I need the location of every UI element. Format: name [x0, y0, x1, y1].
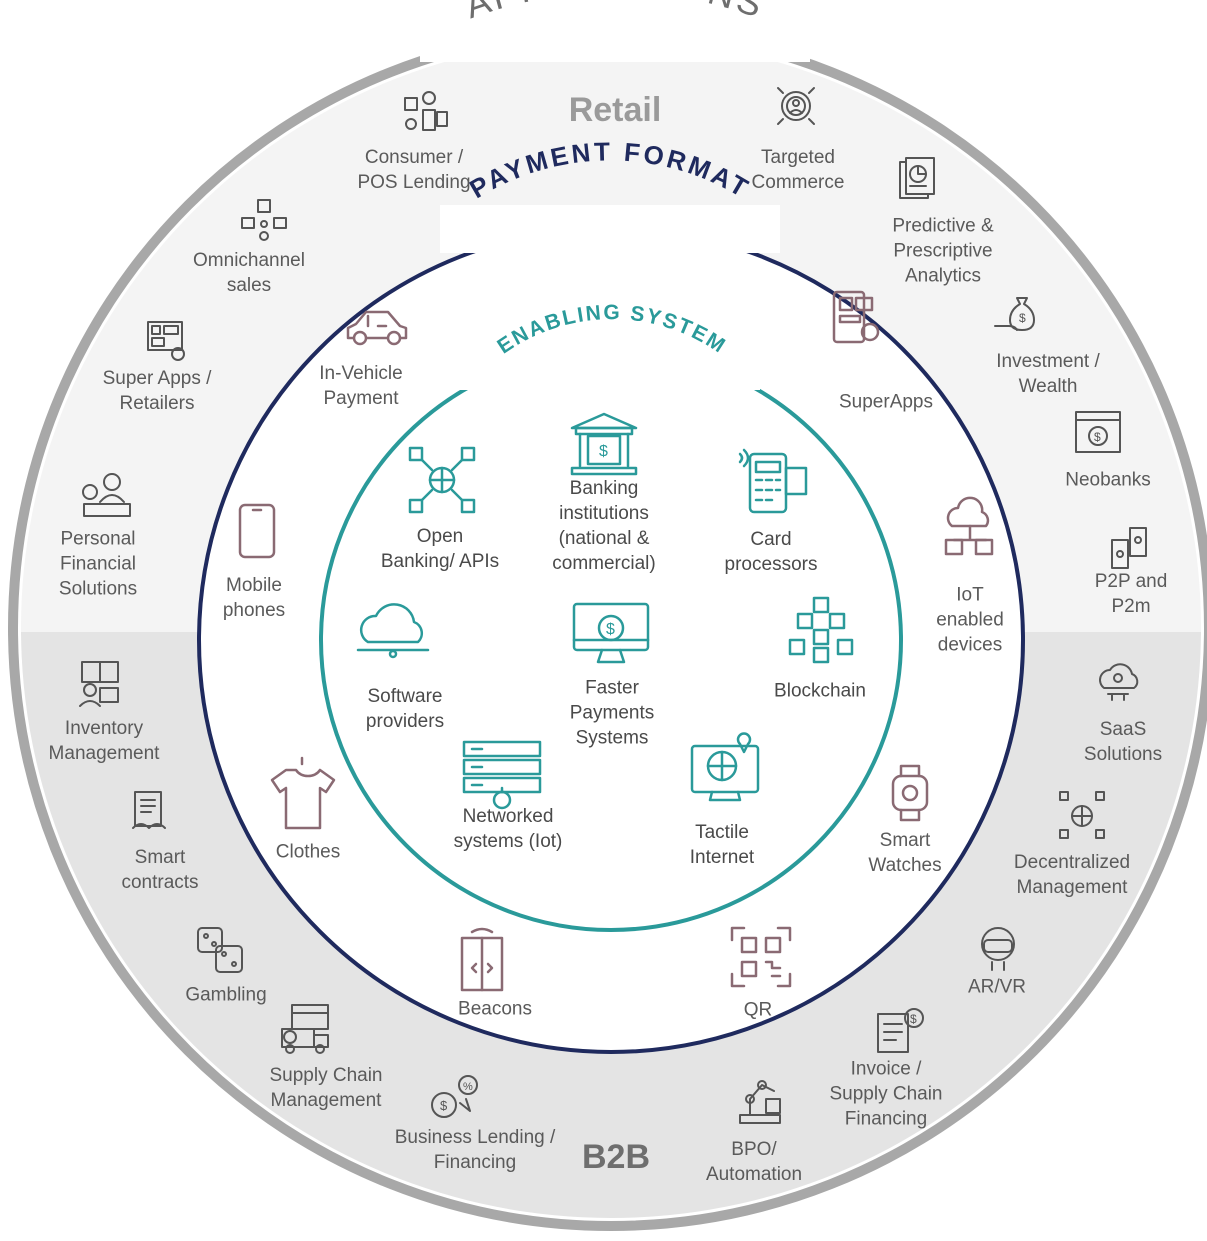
smart-contract-icon [132, 791, 166, 829]
personal-financial-solutions-label: Personal Financial Solutions [58, 528, 138, 600]
personal-finance-icon [82, 473, 131, 517]
beacons-label: Beacons [458, 998, 532, 1020]
super-apps-retailers-label: Super Apps / Retailers [102, 368, 212, 414]
bank-building-icon: $ [570, 412, 638, 476]
supply-chain-management-label: Supply Chain Management [269, 1065, 383, 1111]
svg-text:$: $ [599, 443, 608, 460]
faster-payments-label: Faster Payments Systems [569, 677, 655, 749]
in-vehicle-payment-label: In-Vehicle Payment [319, 363, 403, 409]
software-providers-label: Software providers [365, 686, 445, 732]
blockchain-cubes-icon [788, 596, 854, 664]
predictive-analytics-label: Predictive & Prescriptive Analytics [892, 215, 994, 287]
bpo-automation-label: BPO/ Automation [705, 1139, 803, 1185]
neobank-icon: $ [1075, 411, 1121, 453]
inventory-management-label: Inventory Management [48, 718, 160, 764]
iot-devices-label: IoT enabled devices [936, 584, 1004, 656]
tactile-internet-label: Tactile Internet [689, 822, 755, 868]
iot-cloud-icon [944, 496, 994, 556]
svg-text:$: $ [1019, 311, 1026, 325]
payment-title-gap [440, 205, 780, 253]
omnichannel-icon [241, 199, 287, 241]
svg-text:%: % [463, 1081, 473, 1093]
omnichannel-sales-label: Omnichannel sales [193, 250, 305, 296]
gambling-label: Gambling [185, 984, 267, 1006]
svg-text:$: $ [1094, 430, 1101, 444]
open-banking-network-icon [408, 446, 476, 514]
banking-institutions-label: Banking institutions (national & commerc… [552, 478, 656, 574]
svg-text:$: $ [606, 621, 615, 638]
business-lending-label: Business Lending / Financing [394, 1127, 556, 1173]
b2b-segment-label: B2B [581, 1138, 651, 1176]
ar-vr-label: AR/VR [967, 976, 1027, 998]
invoice-financing-label: Invoice / Supply Chain Financing [829, 1058, 943, 1130]
retail-segment-label: Retail [568, 91, 662, 129]
mobile-phones-label: Mobile phones [222, 575, 286, 621]
svg-text:$: $ [910, 1012, 917, 1026]
superapps-label: SuperApps [838, 391, 934, 413]
inventory-icon [79, 661, 119, 707]
applications-title-gap [420, 0, 810, 62]
investment-wealth-label: Investment / Wealth [996, 351, 1100, 397]
consumer-pos-lending-label: Consumer / POS Lending [357, 147, 471, 193]
smart-contracts-label: Smart contracts [121, 847, 199, 893]
smart-watches-label: Smart Watches [868, 830, 942, 876]
server-rack-icon [462, 740, 542, 810]
targeted-commerce-label: Targeted Commerce [751, 147, 845, 193]
faster-payments-monitor-icon: $ [572, 602, 650, 664]
vr-headset-icon [981, 927, 1015, 971]
tactile-internet-icon [690, 732, 760, 802]
open-banking-label: Open Banking/ APIs [380, 526, 500, 572]
tshirt-icon [270, 756, 336, 830]
decentralized-management-label: Decentralized Management [1013, 852, 1131, 898]
clothes-label: Clothes [275, 841, 341, 863]
super-apps-icon [147, 321, 185, 361]
beacon-icon [460, 927, 504, 992]
card-terminal-icon [738, 448, 808, 514]
card-processors-label: Card processors [724, 529, 818, 575]
robot-arm-icon [739, 1080, 781, 1124]
target-icon [777, 87, 815, 125]
enabling-title-gap [460, 330, 760, 390]
svg-text:$: $ [440, 1098, 448, 1113]
smartwatch-icon [891, 764, 929, 822]
mobile-phone-icon [238, 503, 276, 559]
cloud-network-icon [356, 603, 430, 659]
business-loan-icon: $% [431, 1075, 478, 1118]
consumer-lending-icon [404, 91, 448, 131]
blockchain-label: Blockchain [774, 680, 866, 702]
qr-label: QR [743, 999, 773, 1021]
money-bag-hand-icon: $ [994, 297, 1035, 331]
dice-icon [197, 927, 243, 973]
p2p-phones-icon [1111, 527, 1147, 569]
networked-systems-label: Networked systems (Iot) [453, 806, 563, 852]
car-icon [346, 310, 408, 346]
neobanks-label: Neobanks [1065, 469, 1151, 491]
analytics-report-icon [899, 157, 935, 199]
decentralized-globe-icon [1059, 791, 1105, 839]
supply-truck-icon [281, 1004, 329, 1054]
superapp-phone-icon [832, 290, 880, 344]
invoice-icon: $ [877, 1008, 924, 1053]
saas-cloud-icon [1099, 663, 1139, 701]
saas-solutions-label: SaaS Solutions [1083, 719, 1163, 765]
p2p-label: P2P and P2m [1094, 571, 1168, 617]
qr-code-icon [730, 926, 792, 988]
